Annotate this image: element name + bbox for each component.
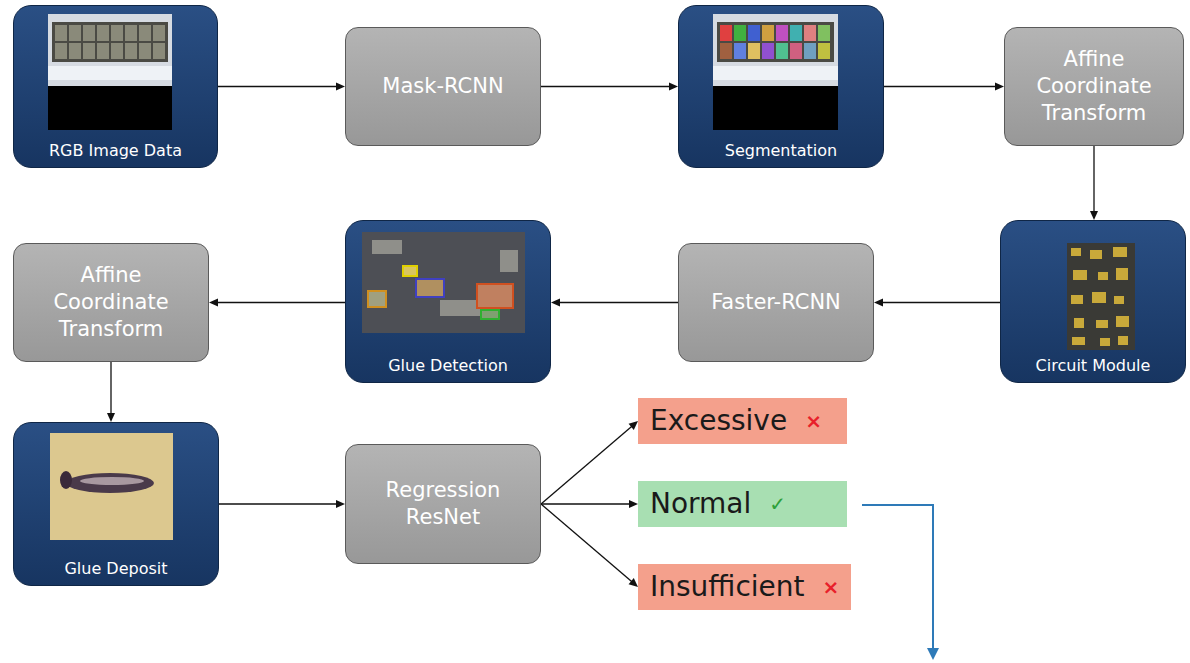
- node-label: Mask-RCNN: [382, 73, 503, 100]
- process-box: Faster-RCNN: [678, 243, 874, 362]
- flow-arrow: [541, 83, 678, 91]
- rgb-photo: [48, 14, 172, 130]
- output-line: [862, 505, 933, 650]
- flow-line: [541, 503, 630, 504]
- flow-line: [217, 302, 345, 303]
- flow-line: [541, 426, 632, 504]
- flow-arrow: [209, 299, 345, 307]
- arrowhead: [629, 500, 638, 508]
- node-label: Insufficient: [650, 570, 805, 604]
- arrowhead: [551, 299, 560, 307]
- result-box: Insufficient ×: [638, 564, 851, 610]
- node-label: RGB Image Data: [18, 141, 213, 160]
- process-box: Mask-RCNN: [345, 27, 541, 146]
- flow-arrow: [218, 83, 345, 91]
- detection-photo: [362, 232, 525, 333]
- segmentation-photo: [713, 14, 838, 130]
- process-box: Affine Coordinate Transform: [1004, 27, 1184, 146]
- status-symbol: ×: [823, 570, 840, 604]
- flow-arrow: [541, 421, 638, 504]
- arrowhead: [669, 83, 678, 91]
- flow-arrow: [107, 362, 115, 422]
- flow-line: [559, 302, 678, 303]
- flow-arrow: [884, 83, 1004, 91]
- arrowhead: [629, 421, 638, 430]
- arrowhead: [629, 578, 638, 587]
- status-symbol: ✓: [769, 487, 786, 521]
- arrowhead: [995, 83, 1004, 91]
- image-panel: Glue Deposit: [13, 422, 219, 586]
- node-label: Glue Deposit: [18, 559, 214, 578]
- arrowhead: [1090, 211, 1098, 220]
- flow-line: [1093, 146, 1094, 212]
- flow-line: [110, 362, 111, 414]
- process-box: Regression ResNet: [345, 444, 541, 564]
- flow-arrow: [1090, 146, 1098, 220]
- flow-arrow: [874, 299, 1000, 307]
- flow-line: [882, 302, 1000, 303]
- glue-photo: [50, 433, 173, 540]
- result-box: Normal ✓: [638, 481, 847, 527]
- node-label: Affine Coordinate Transform: [1015, 46, 1173, 127]
- node-label: Faster-RCNN: [711, 289, 841, 316]
- node-label: Affine Coordinate Transform: [24, 262, 198, 343]
- node-label: Glue Detection: [350, 356, 546, 375]
- node-label: Circuit Module: [1005, 356, 1181, 375]
- node-label: Excessive: [650, 404, 787, 438]
- image-panel: RGB Image Data: [13, 5, 218, 168]
- result-box: Excessive ×: [638, 398, 847, 444]
- flow-line: [218, 86, 337, 87]
- flow-line: [884, 86, 996, 87]
- flow-arrow: [541, 500, 638, 508]
- flow-arrow: [219, 500, 345, 508]
- node-label: Regression ResNet: [356, 477, 530, 531]
- circuit-photo: [1067, 243, 1135, 350]
- output-arrowhead: [927, 648, 939, 660]
- flow-arrow: [541, 504, 638, 587]
- arrowhead: [209, 299, 218, 307]
- node-label: Normal: [650, 487, 751, 521]
- flow-line: [541, 504, 632, 582]
- output-arrow: [862, 505, 939, 660]
- node-label: Segmentation: [683, 141, 879, 160]
- flow-line: [219, 503, 337, 504]
- flow-arrow: [551, 299, 678, 307]
- status-symbol: ×: [805, 404, 822, 438]
- flow-line: [541, 86, 670, 87]
- arrowhead: [336, 500, 345, 508]
- image-panel: Glue Detection: [345, 220, 551, 383]
- arrowhead: [874, 299, 883, 307]
- image-panel: Segmentation: [678, 5, 884, 168]
- arrowhead: [107, 413, 115, 422]
- arrowhead: [336, 83, 345, 91]
- process-box: Affine Coordinate Transform: [13, 243, 209, 362]
- image-panel: Circuit Module: [1000, 220, 1186, 383]
